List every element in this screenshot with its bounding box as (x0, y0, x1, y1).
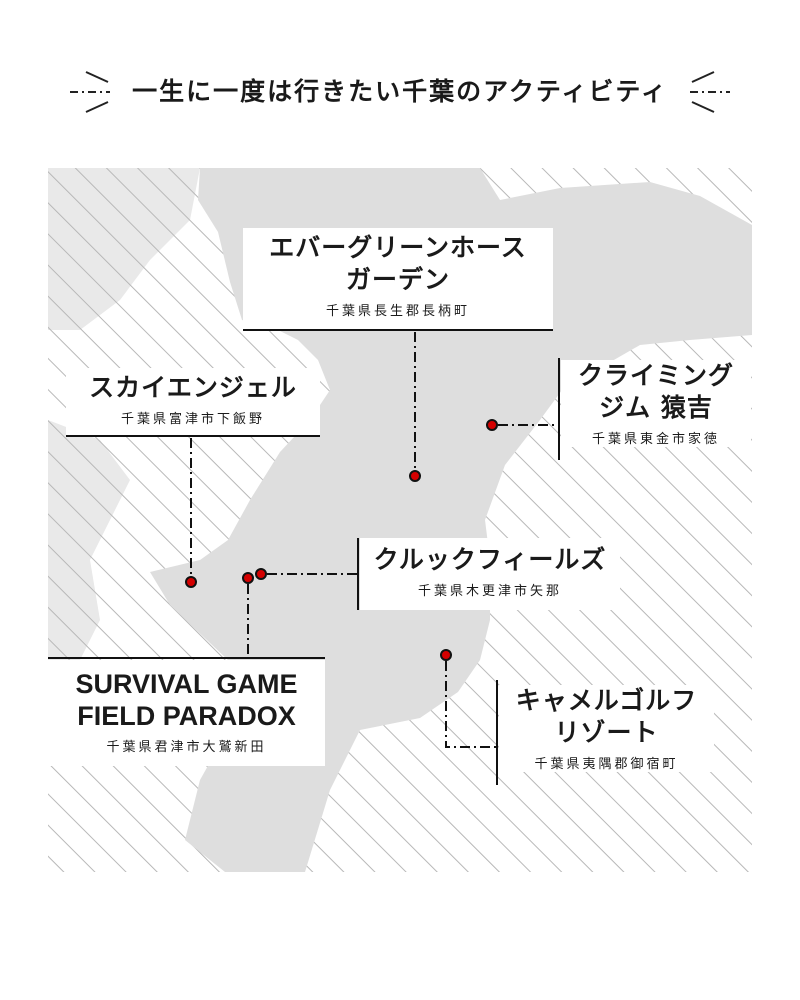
spot-label-survival-game: SURVIVAL GAME FIELD PARADOX 千葉県君津市大鷲新田 (48, 660, 325, 766)
spot-label-evergreen: エバーグリーンホース ガーデン 千葉県長生郡長柄町 (243, 228, 553, 329)
label-rules (48, 329, 560, 785)
spot-label-climbing: クライミング ジム 猿吉 千葉県東金市家徳 (561, 360, 751, 447)
pin-sky-angel (185, 576, 197, 588)
pin-survival (242, 572, 254, 584)
left-burst-decoration (70, 71, 110, 113)
right-burst-decoration (690, 71, 730, 113)
pin-kurkku (255, 568, 267, 580)
spot-label-camel-golf: キャメルゴルフ リゾート 千葉県夷隅郡御宿町 (499, 685, 714, 772)
pin-climbing (486, 419, 498, 431)
spot-label-sky-angel: スカイエンジェル 千葉県富津市下飯野 (66, 368, 320, 435)
pin-evergreen (409, 470, 421, 482)
pin-camel (440, 649, 452, 661)
page-title: 一生に一度は行きたい千葉のアクティビティ (132, 77, 668, 106)
spot-label-kurkku-fields: クルックフィールズ 千葉県木更津市矢那 (360, 538, 620, 610)
leader-lines (190, 332, 559, 748)
